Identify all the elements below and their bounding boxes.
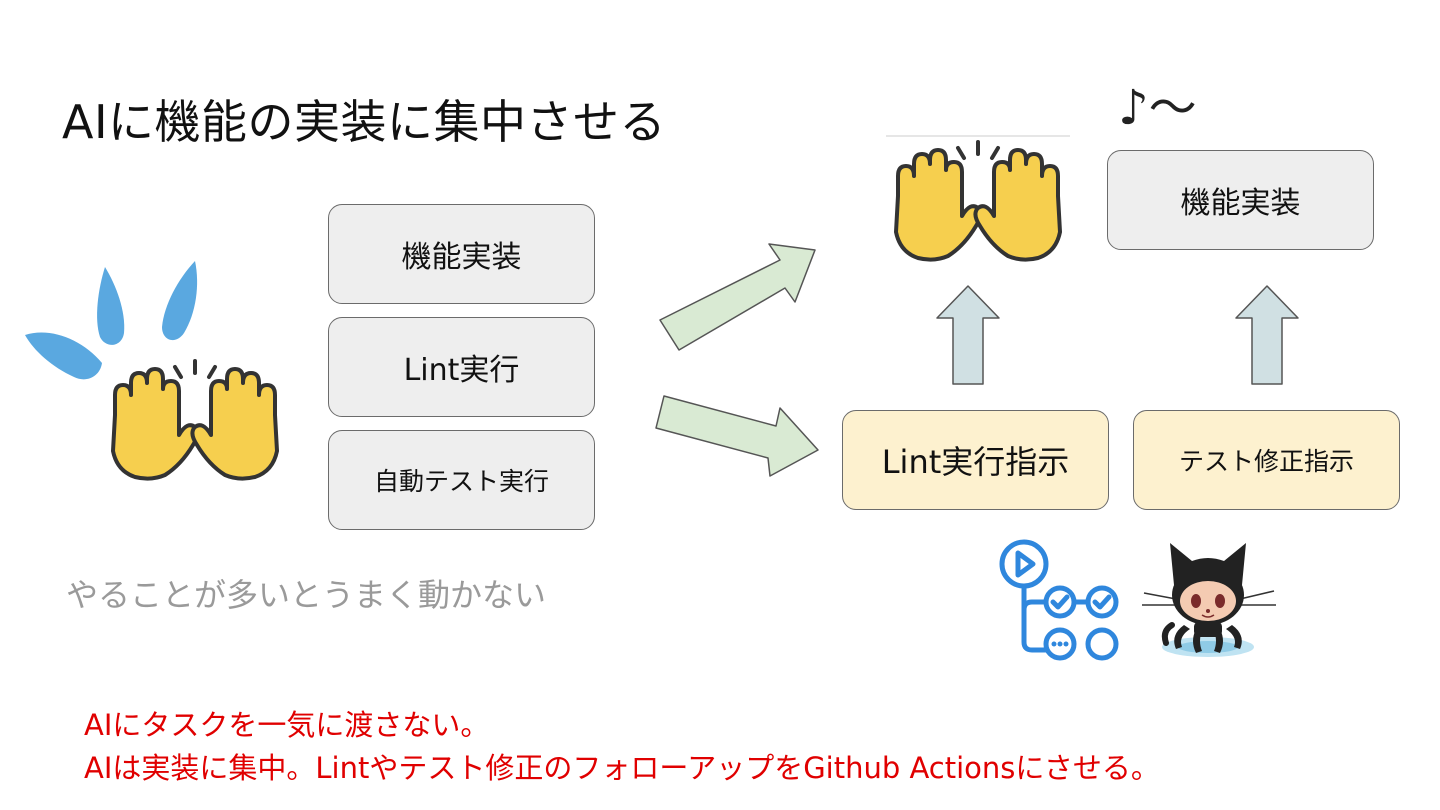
task-box-lint-run: Lint実行 [328, 317, 595, 417]
github-actions-icon [999, 539, 1119, 661]
task-box-auto-test-run: 自動テスト実行 [328, 430, 595, 530]
raising-hands-sweat-icon [111, 359, 279, 481]
instruction-label: テスト修正指示 [1178, 447, 1354, 476]
raising-hands-icon [886, 135, 1070, 262]
task-label: 機能実装 [401, 240, 522, 275]
slide-title: AIに機能の実装に集中させる [62, 95, 667, 149]
lower-arrow [655, 395, 819, 477]
task-label: 機能実装 [1180, 186, 1301, 221]
focused-task-box: 機能実装 [1107, 150, 1374, 250]
task-label: 自動テスト実行 [373, 467, 549, 496]
instruction-label: Lint実行指示 [881, 443, 1070, 481]
up-arrow-right [1235, 285, 1299, 385]
music-note: ♪〜 [1118, 80, 1197, 136]
octocat-icon [1142, 543, 1276, 657]
lint-instruction-box: Lint実行指示 [842, 410, 1109, 510]
task-label: Lint実行 [403, 353, 520, 388]
note-line-1: AIにタスクを一気に渡さない。 [84, 708, 490, 742]
up-arrow-left [936, 285, 1000, 385]
test-fix-instruction-box: テスト修正指示 [1133, 410, 1400, 510]
task-box-feature-implementation: 機能実装 [328, 204, 595, 304]
problem-caption: やることが多いとうまく動かない [66, 576, 547, 614]
note-line-2: AIは実装に集中。Lintやテスト修正のフォローアップをGithub Actio… [84, 751, 1160, 785]
sweat-drops-icon [25, 261, 198, 380]
upper-arrow [659, 243, 816, 351]
